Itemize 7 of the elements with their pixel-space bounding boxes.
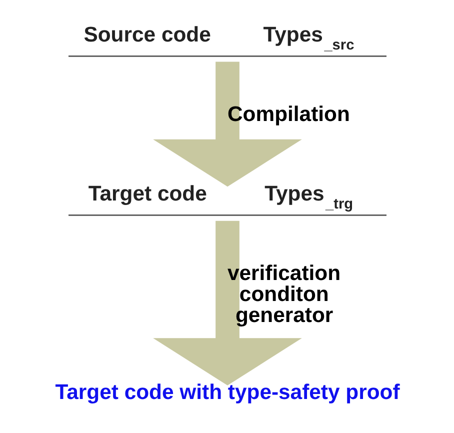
node-text: Target code Types$_{_trg}$ bbox=[88, 182, 353, 212]
arrow bbox=[152, 62, 302, 187]
arrow bbox=[152, 220, 302, 386]
edge-label: verification conditon generator bbox=[227, 262, 340, 328]
edge-label: Compilation bbox=[227, 102, 350, 126]
node-text: Source code Types$_{_src}$ bbox=[83, 23, 354, 54]
node-text: Target code with type-safety proof bbox=[54, 381, 400, 404]
